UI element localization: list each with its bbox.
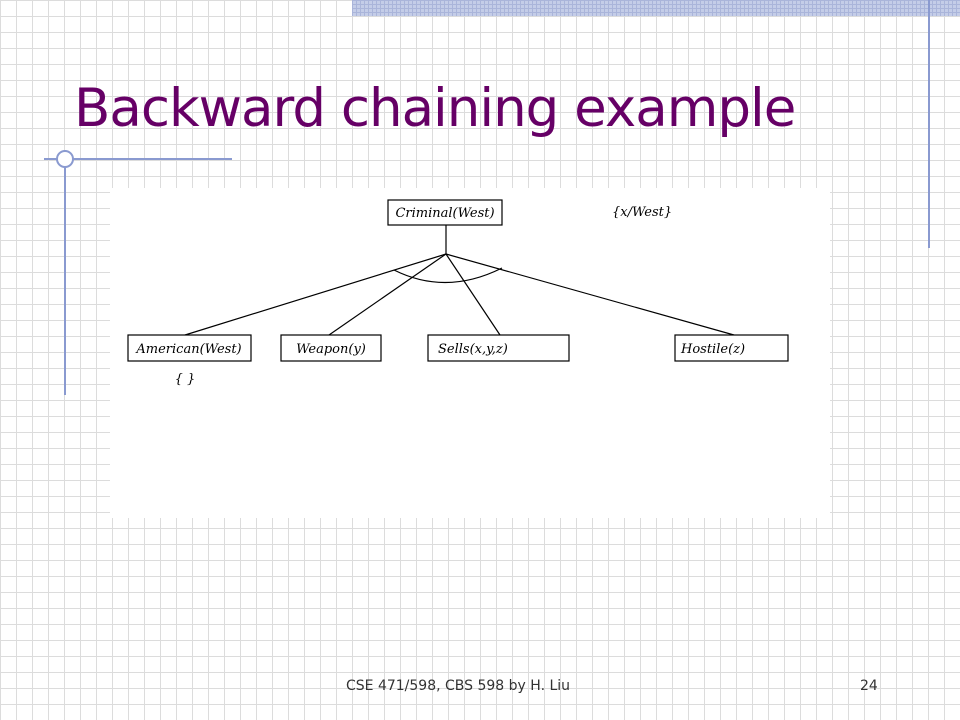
node-root: Criminal(West) [387, 199, 503, 226]
right-decorative-line [928, 0, 930, 248]
node-weapon-label: Weapon(y) [296, 342, 366, 357]
decorative-ring-icon [56, 150, 74, 168]
node-hostile: Hostile(z) [674, 334, 789, 362]
child-substitution: { } [175, 372, 196, 387]
backward-chaining-diagram: Criminal(West) {x/West} American(West) W… [110, 188, 830, 518]
and-arc [393, 267, 503, 284]
node-weapon: Weapon(y) [280, 334, 382, 362]
edge-to-sells [445, 253, 501, 336]
edge-to-american [184, 253, 447, 336]
left-decorative-line [64, 150, 66, 395]
node-hostile-label: Hostile(z) [680, 342, 745, 357]
title-underline [44, 158, 232, 160]
page-title: Backward chaining example [74, 78, 796, 139]
top-decorative-bar [352, 0, 960, 16]
edge-to-hostile [445, 253, 735, 336]
node-american-label: American(West) [135, 342, 241, 357]
node-sells-label: Sells(x,y,z) [438, 342, 508, 357]
root-substitution: {x/West} [612, 205, 672, 220]
footer-credit: CSE 471/598, CBS 598 by H. Liu [346, 678, 571, 694]
node-american: American(West) [127, 334, 252, 362]
slide-number: 24 [860, 678, 878, 694]
node-root-label: Criminal(West) [395, 206, 494, 221]
node-sells: Sells(x,y,z) [427, 334, 570, 362]
edge-to-weapon [328, 253, 447, 336]
